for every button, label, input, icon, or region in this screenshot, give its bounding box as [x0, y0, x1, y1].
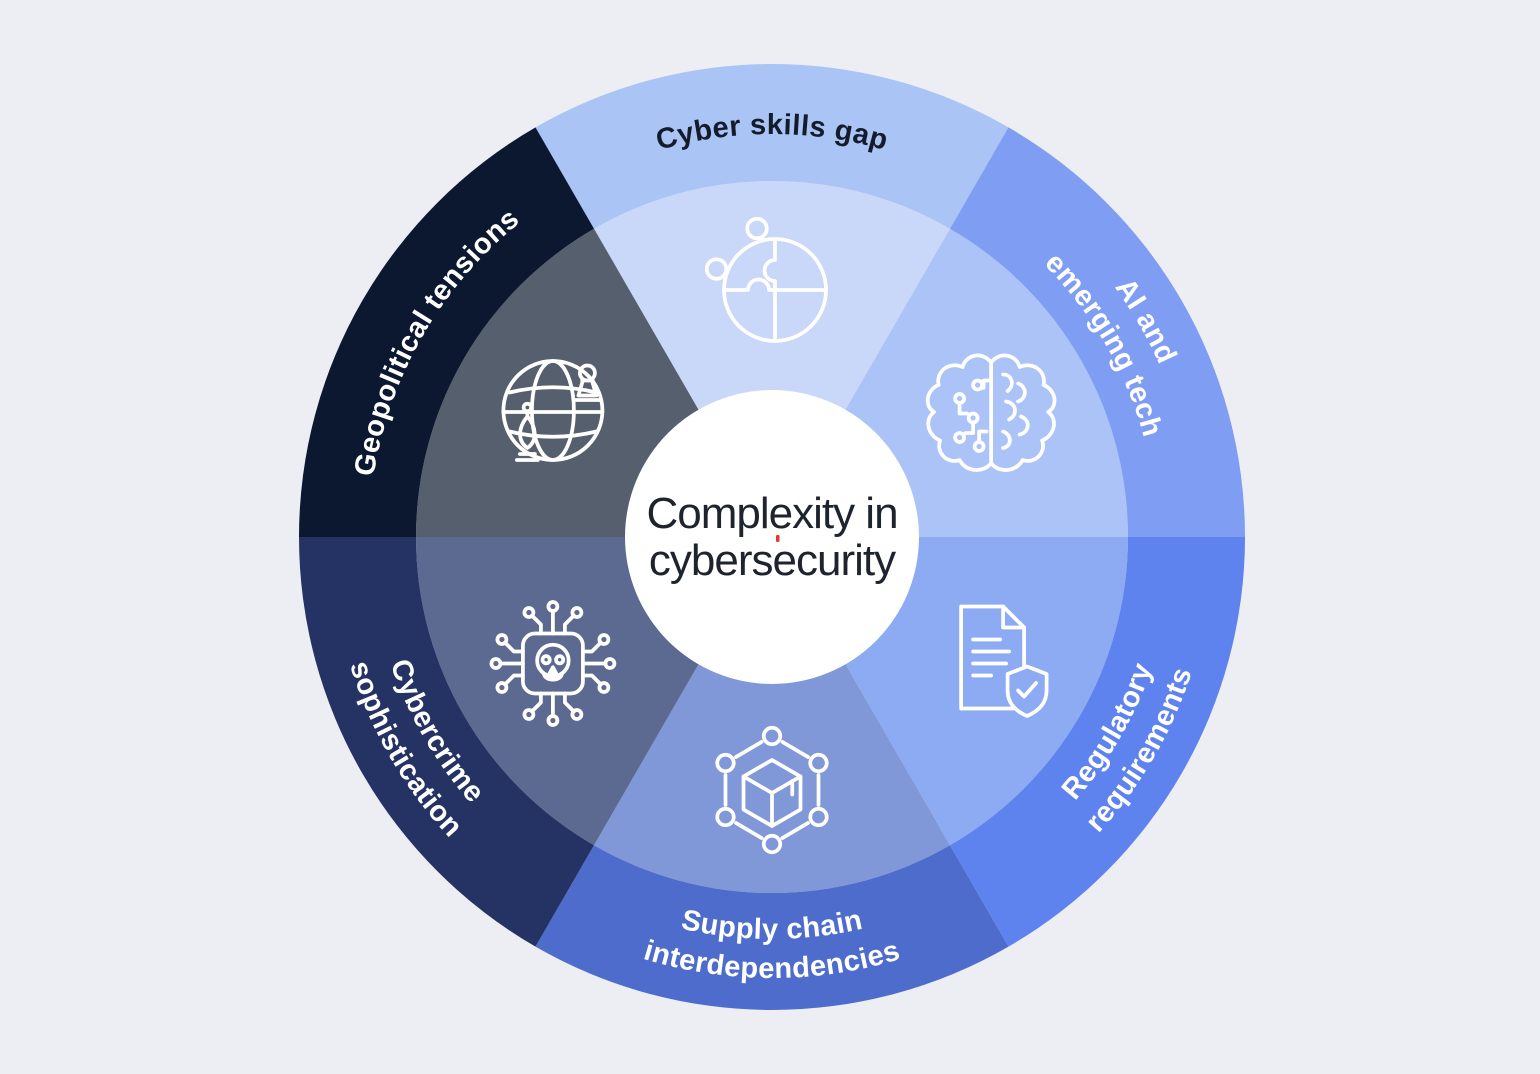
geopolitical-tensions-band: [299, 127, 594, 538]
supply-chain-interdependencies-band: [535, 845, 1009, 1010]
supply-chain-interdependencies-inner-wedge: [594, 537, 950, 893]
center-hub: [625, 390, 919, 684]
stray-red-mark: [776, 535, 780, 542]
cybercrime-sophistication-band: [299, 537, 594, 947]
regulatory-requirements-band: [950, 537, 1245, 947]
cyber-skills-gap-inner-wedge: [594, 181, 950, 538]
ai-and-emerging-tech-band: [950, 127, 1245, 538]
center-title-line1: Complexity in: [646, 489, 897, 538]
cyber-skills-gap-band: [535, 64, 1009, 229]
center-title-line2: cybersecurity: [649, 536, 896, 585]
